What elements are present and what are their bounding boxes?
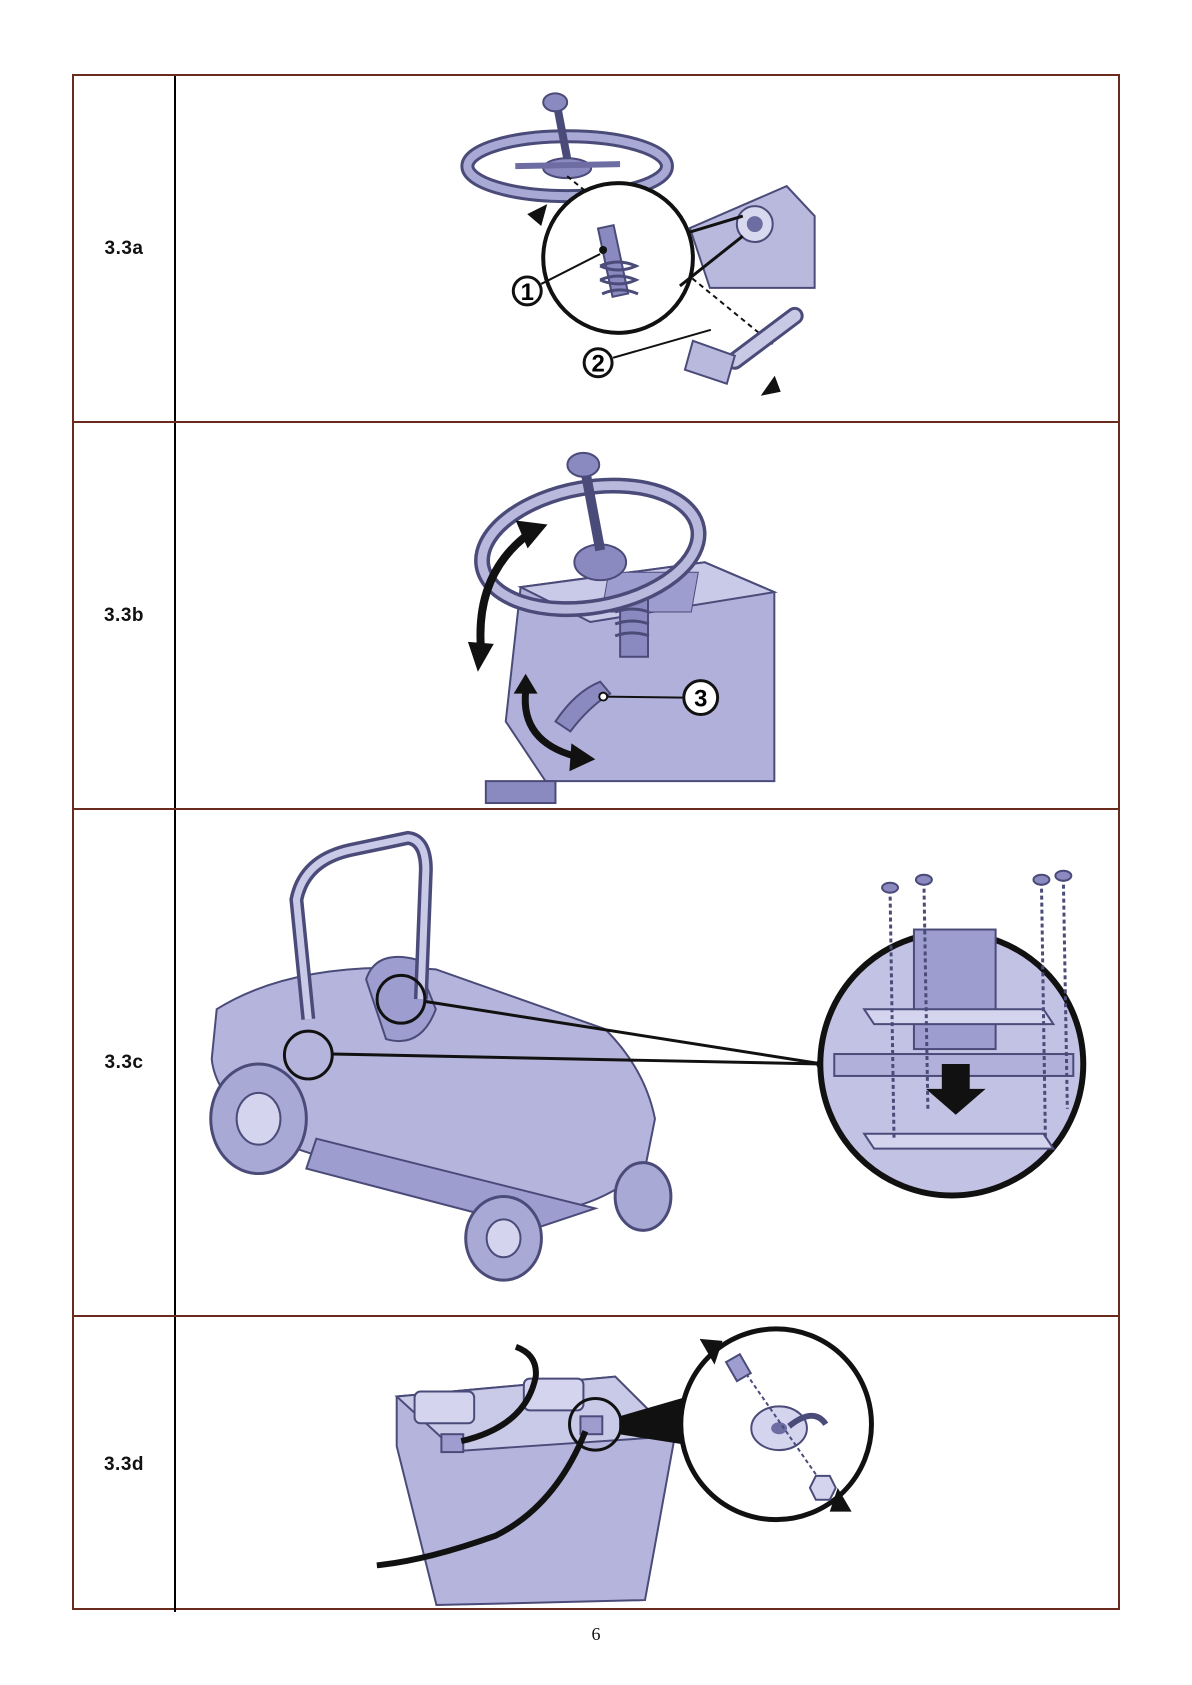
step-cell: 3.3c xyxy=(74,810,176,1315)
callout-label: 2 xyxy=(591,351,604,378)
figure-3-3c xyxy=(176,810,1118,1315)
steering-install-illustration: 1 2 xyxy=(176,76,1118,421)
magnifier-circle-icon xyxy=(543,183,693,333)
step-label: 3.3c xyxy=(105,1052,144,1074)
arrow-icon xyxy=(761,376,781,396)
figure-3-3a: 1 2 xyxy=(176,76,1118,421)
mallet-icon xyxy=(685,316,795,384)
step-cell: 3.3b xyxy=(74,423,176,808)
instruction-table: 3.3a xyxy=(72,74,1120,1610)
step-row-3-3a: 3.3a xyxy=(74,76,1118,421)
figure-3-3d xyxy=(176,1317,1118,1612)
magnifier-circle-icon xyxy=(820,930,1083,1196)
battery-connect-illustration xyxy=(176,1317,1118,1612)
step-row-3-3d: 3.3d xyxy=(74,1315,1118,1612)
steering-adjust-illustration: 3 xyxy=(176,423,1118,808)
steering-wheel-icon xyxy=(467,93,667,196)
callout-label: 1 xyxy=(521,279,534,306)
step-cell: 3.3d xyxy=(74,1317,176,1612)
step-row-3-3c: 3.3c xyxy=(74,808,1118,1315)
battery-icon xyxy=(397,1377,675,1605)
page-number: 6 xyxy=(0,1624,1192,1645)
callout-label: 3 xyxy=(694,686,707,713)
step-cell: 3.3a xyxy=(74,76,176,421)
arrow-icon xyxy=(527,204,547,226)
magnifier-circle-icon xyxy=(681,1329,872,1520)
figure-3-3b: 3 xyxy=(176,423,1118,808)
step-row-3-3b: 3.3b xyxy=(74,421,1118,808)
arrow-icon xyxy=(468,642,494,672)
step-label: 3.3d xyxy=(104,1454,144,1476)
step-label: 3.3b xyxy=(104,605,144,627)
step-label: 3.3a xyxy=(105,238,144,260)
rollbar-install-illustration xyxy=(176,810,1118,1315)
